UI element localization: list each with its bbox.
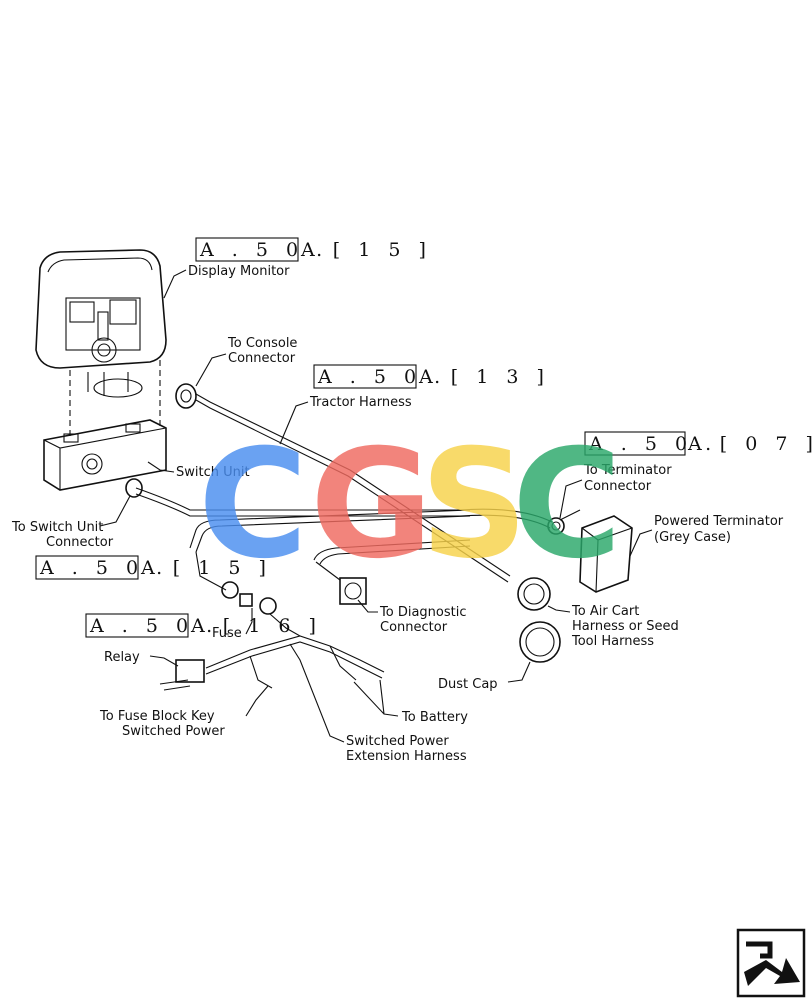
label-fuse: Fuse xyxy=(212,626,242,641)
next-page-arrow-icon[interactable] xyxy=(736,928,806,998)
label-switched-power-2: Extension Harness xyxy=(346,749,467,764)
watermark-letter-4: C xyxy=(512,418,622,592)
ref-terminator-box-text: A . 5 0 . xyxy=(588,433,717,455)
watermark-letter-2: G xyxy=(310,418,433,592)
switch-unit-drawing xyxy=(43,419,167,491)
ref-fuse-box-text: A . 5 0 . xyxy=(89,615,218,637)
label-tractor-harness: Tractor Harness xyxy=(309,395,412,410)
label-to-terminator-2: Connector xyxy=(584,479,652,494)
ref-tractor-box-text: A . 5 0 . xyxy=(317,366,446,388)
label-powered-terminator-2: (Grey Case) xyxy=(654,530,731,545)
ref-switch-box-text: A . 5 0 . xyxy=(39,557,168,579)
label-to-diagnostic-1: To Diagnostic xyxy=(379,605,466,620)
label-to-console-2: Connector xyxy=(228,351,296,366)
ref-fuse[interactable]: A . 5 0 . A [ 1 6 ] xyxy=(85,613,322,638)
ref-tractor-tail-text: A [ 1 3 ] xyxy=(418,366,550,388)
ref-fuse-tail-text: A [ 1 6 ] xyxy=(190,615,322,637)
label-to-console-1: To Console xyxy=(227,336,297,351)
ref-display-tail-text: A [ 1 5 ] xyxy=(300,239,432,261)
label-to-air-cart-2: Harness or Seed xyxy=(572,619,679,634)
cgsc-watermark: C G S C xyxy=(198,418,622,592)
ref-terminator[interactable]: A . 5 0 . A [ 0 7 ] xyxy=(584,431,812,456)
label-dust-cap: Dust Cap xyxy=(438,677,498,692)
label-relay: Relay xyxy=(104,650,140,665)
ref-display-monitor[interactable]: A . 5 0 . A [ 1 5 ] xyxy=(195,237,432,262)
ref-terminator-tail-text: A [ 0 7 ] xyxy=(687,433,812,455)
label-switch-unit: Switch Unit xyxy=(176,465,250,480)
tractor-harness-drawing xyxy=(125,383,581,663)
label-display-monitor: Display Monitor xyxy=(188,264,290,279)
ref-display-box-text: A . 5 0 . xyxy=(199,239,328,261)
label-to-air-cart-3: Tool Harness xyxy=(571,634,654,649)
label-to-switch-unit-2: Connector xyxy=(46,535,114,550)
leader-lines xyxy=(99,269,653,743)
label-to-fuse-block-1: To Fuse Block Key xyxy=(99,709,215,724)
label-switched-power-1: Switched Power xyxy=(346,734,449,749)
switched-power-harness-drawing xyxy=(159,593,385,691)
label-to-battery: To Battery xyxy=(401,710,468,725)
display-monitor-drawing xyxy=(35,249,167,440)
label-to-air-cart-1: To Air Cart xyxy=(571,604,639,619)
label-to-diagnostic-2: Connector xyxy=(380,620,448,635)
powered-terminator-drawing xyxy=(579,515,633,593)
label-powered-terminator-1: Powered Terminator xyxy=(654,514,784,529)
label-to-switch-unit-1: To Switch Unit xyxy=(11,520,103,535)
label-to-terminator-1: To Terminator xyxy=(583,463,672,478)
label-to-fuse-block-2: Switched Power xyxy=(122,724,225,739)
watermark-letter-1: C xyxy=(198,418,308,592)
ref-switch-unit[interactable]: A . 5 0 . A [ 1 5 ] xyxy=(35,555,272,580)
ref-switch-tail-text: A [ 1 5 ] xyxy=(140,557,272,579)
ref-tractor-harness[interactable]: A . 5 0 . A [ 1 3 ] xyxy=(313,364,550,389)
watermark-letter-3: S xyxy=(420,418,528,592)
